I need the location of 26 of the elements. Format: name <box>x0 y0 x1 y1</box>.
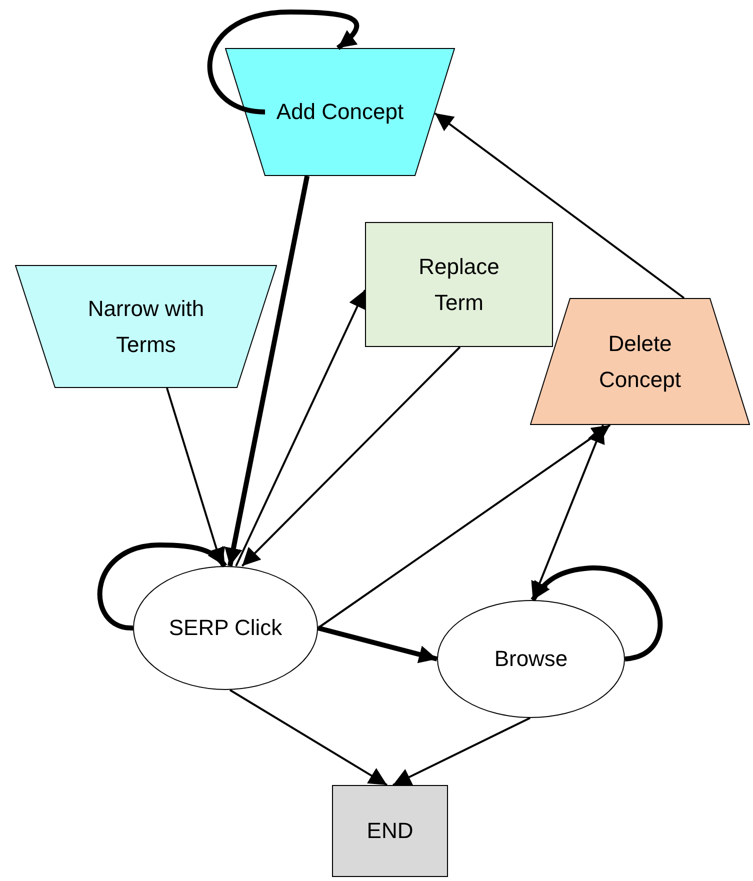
arrow <box>166 388 226 566</box>
arrow <box>224 176 310 566</box>
process-box <box>365 222 553 347</box>
arrow <box>235 290 366 566</box>
arrow <box>229 689 388 786</box>
node-label: Replace Term <box>418 253 500 316</box>
arrow <box>317 626 438 664</box>
node-label: Browse <box>494 645 568 674</box>
arrow <box>434 112 685 299</box>
trapezoid-node <box>530 298 750 425</box>
ellipse-node <box>133 566 318 690</box>
arrow <box>530 566 663 662</box>
node-label: END <box>366 817 414 846</box>
arrow <box>241 346 461 567</box>
ellipse-node <box>437 600 625 718</box>
node-label: Add Concept <box>276 98 404 126</box>
arrow <box>98 542 227 630</box>
end-box <box>332 785 448 877</box>
arrow <box>392 717 530 786</box>
arrow <box>208 10 360 114</box>
node-label: Delete Concept <box>598 330 682 394</box>
arrow <box>317 424 611 629</box>
trapezoid-node <box>225 48 455 176</box>
trapezoid-node <box>15 265 277 388</box>
node-label: SERP Click <box>168 614 282 642</box>
node-label: Narrow with Terms <box>86 295 206 358</box>
